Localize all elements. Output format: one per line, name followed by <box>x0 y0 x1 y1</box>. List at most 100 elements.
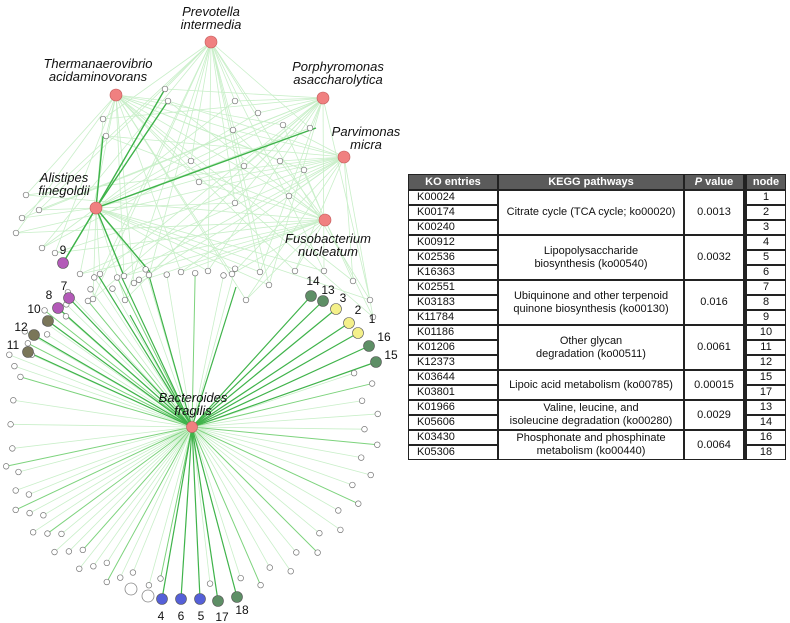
ko-node-number-label: 12 <box>14 320 28 334</box>
strong-edge <box>147 271 193 428</box>
ko-nodes <box>22 257 382 607</box>
strong-edge <box>121 277 193 428</box>
node-number-cell: 6 <box>744 265 786 280</box>
node-number-cell: 8 <box>744 295 786 310</box>
light-edge <box>115 94 200 183</box>
light-edge <box>82 426 193 551</box>
node-number-cell: 2 <box>744 205 786 220</box>
light-edge <box>87 300 193 428</box>
light-edge <box>191 426 365 430</box>
light-edge <box>257 97 324 114</box>
plain-ko-node <box>266 564 273 571</box>
plain-ko-node <box>279 121 287 129</box>
plain-ko-node <box>12 229 20 237</box>
light-edge <box>54 426 193 553</box>
plain-ko-node <box>90 563 97 570</box>
kegg-pathway-line: degradation (ko00511) <box>536 347 646 360</box>
light-edge <box>191 426 211 584</box>
p-value-cell: 0.0061 <box>684 325 744 370</box>
strong-edge <box>57 307 193 428</box>
ko-entry-cell: K12373 <box>408 355 498 370</box>
plain-ko-node <box>24 340 31 347</box>
light-edge <box>191 426 362 458</box>
ko-entry-cell: K03801 <box>408 385 498 400</box>
light-edge <box>210 41 259 114</box>
plain-ko-node <box>256 268 264 276</box>
strong-edge <box>191 426 219 602</box>
header-p-letter: P <box>694 175 703 188</box>
plain-ko-node <box>35 206 43 214</box>
plain-ko-node <box>103 559 110 567</box>
light-edge <box>38 207 97 211</box>
plain-ko-node <box>314 549 321 556</box>
strong-edge <box>27 351 193 428</box>
light-edge <box>191 426 242 579</box>
kegg-pathway-line: quinone biosynthesis (ko00130) <box>513 302 669 315</box>
light-edge <box>210 41 236 102</box>
light-edge <box>95 207 270 286</box>
light-edge <box>324 219 374 318</box>
plain-ko-node <box>349 481 356 489</box>
species-label-genus: Bacteroides <box>159 390 228 405</box>
light-edge <box>115 94 281 162</box>
light-edge <box>167 100 326 221</box>
plain-ko-node <box>130 279 138 287</box>
strong-edge <box>95 207 125 277</box>
species-label-genus: Thermanaerovibrio <box>43 56 152 71</box>
strong-edge <box>95 100 169 209</box>
species-node-porphyromonas <box>316 91 330 105</box>
species-label-epithet: nucleatum <box>298 244 358 259</box>
light-edge <box>41 97 324 249</box>
plain-ko-node <box>11 362 18 370</box>
light-edge <box>115 94 296 272</box>
light-edge <box>6 426 193 467</box>
light-edge <box>322 97 325 272</box>
plain-ko-node <box>228 270 236 278</box>
light-edge <box>148 41 212 276</box>
strong-edge <box>95 207 151 273</box>
ko-node-number-label: 17 <box>215 610 229 623</box>
plain-ko-node <box>285 192 293 200</box>
ko-entry-cell: K03430 <box>408 430 498 445</box>
network-edges-strong <box>27 88 377 602</box>
plain-ko-node <box>157 575 164 582</box>
ko-node-number-label: 15 <box>384 348 398 362</box>
species-node-prevotella <box>204 35 218 49</box>
light-edge <box>124 41 212 301</box>
ko-entry-cell: K02536 <box>408 250 498 265</box>
plain-ko-node <box>361 426 368 433</box>
ko-node-14 <box>305 290 317 302</box>
kegg-pathway-line: Lipopolysaccharide <box>543 244 639 257</box>
plain-ko-node <box>337 526 344 533</box>
plain-ko-node <box>355 500 362 507</box>
plain-ko-node <box>120 272 128 280</box>
light-edge <box>191 426 339 511</box>
strong-edge <box>33 334 193 428</box>
plain-ko-node <box>44 530 51 537</box>
ko-entry-cell: K00240 <box>408 220 498 235</box>
light-edge <box>191 400 363 428</box>
light-edge <box>95 207 325 272</box>
plain-ko-node <box>40 512 47 519</box>
plain-ko-node <box>374 441 381 448</box>
light-edge <box>95 207 209 272</box>
plain-ko-node <box>164 97 172 105</box>
header-p-value: P value <box>684 174 744 190</box>
light-edge <box>232 129 326 221</box>
plain-ko-node <box>15 468 22 476</box>
plain-ko-node <box>135 276 143 283</box>
header-node: node <box>744 174 786 190</box>
species-label-genus: Porphyromonas <box>292 59 384 74</box>
species-label-genus: Fusobacterium <box>285 231 371 246</box>
light-edge <box>102 41 212 120</box>
plain-ko-node <box>350 369 358 377</box>
light-edge <box>191 413 378 428</box>
ko-node-1 <box>352 327 364 339</box>
kegg-pathway-line: Other glycan <box>559 334 623 347</box>
